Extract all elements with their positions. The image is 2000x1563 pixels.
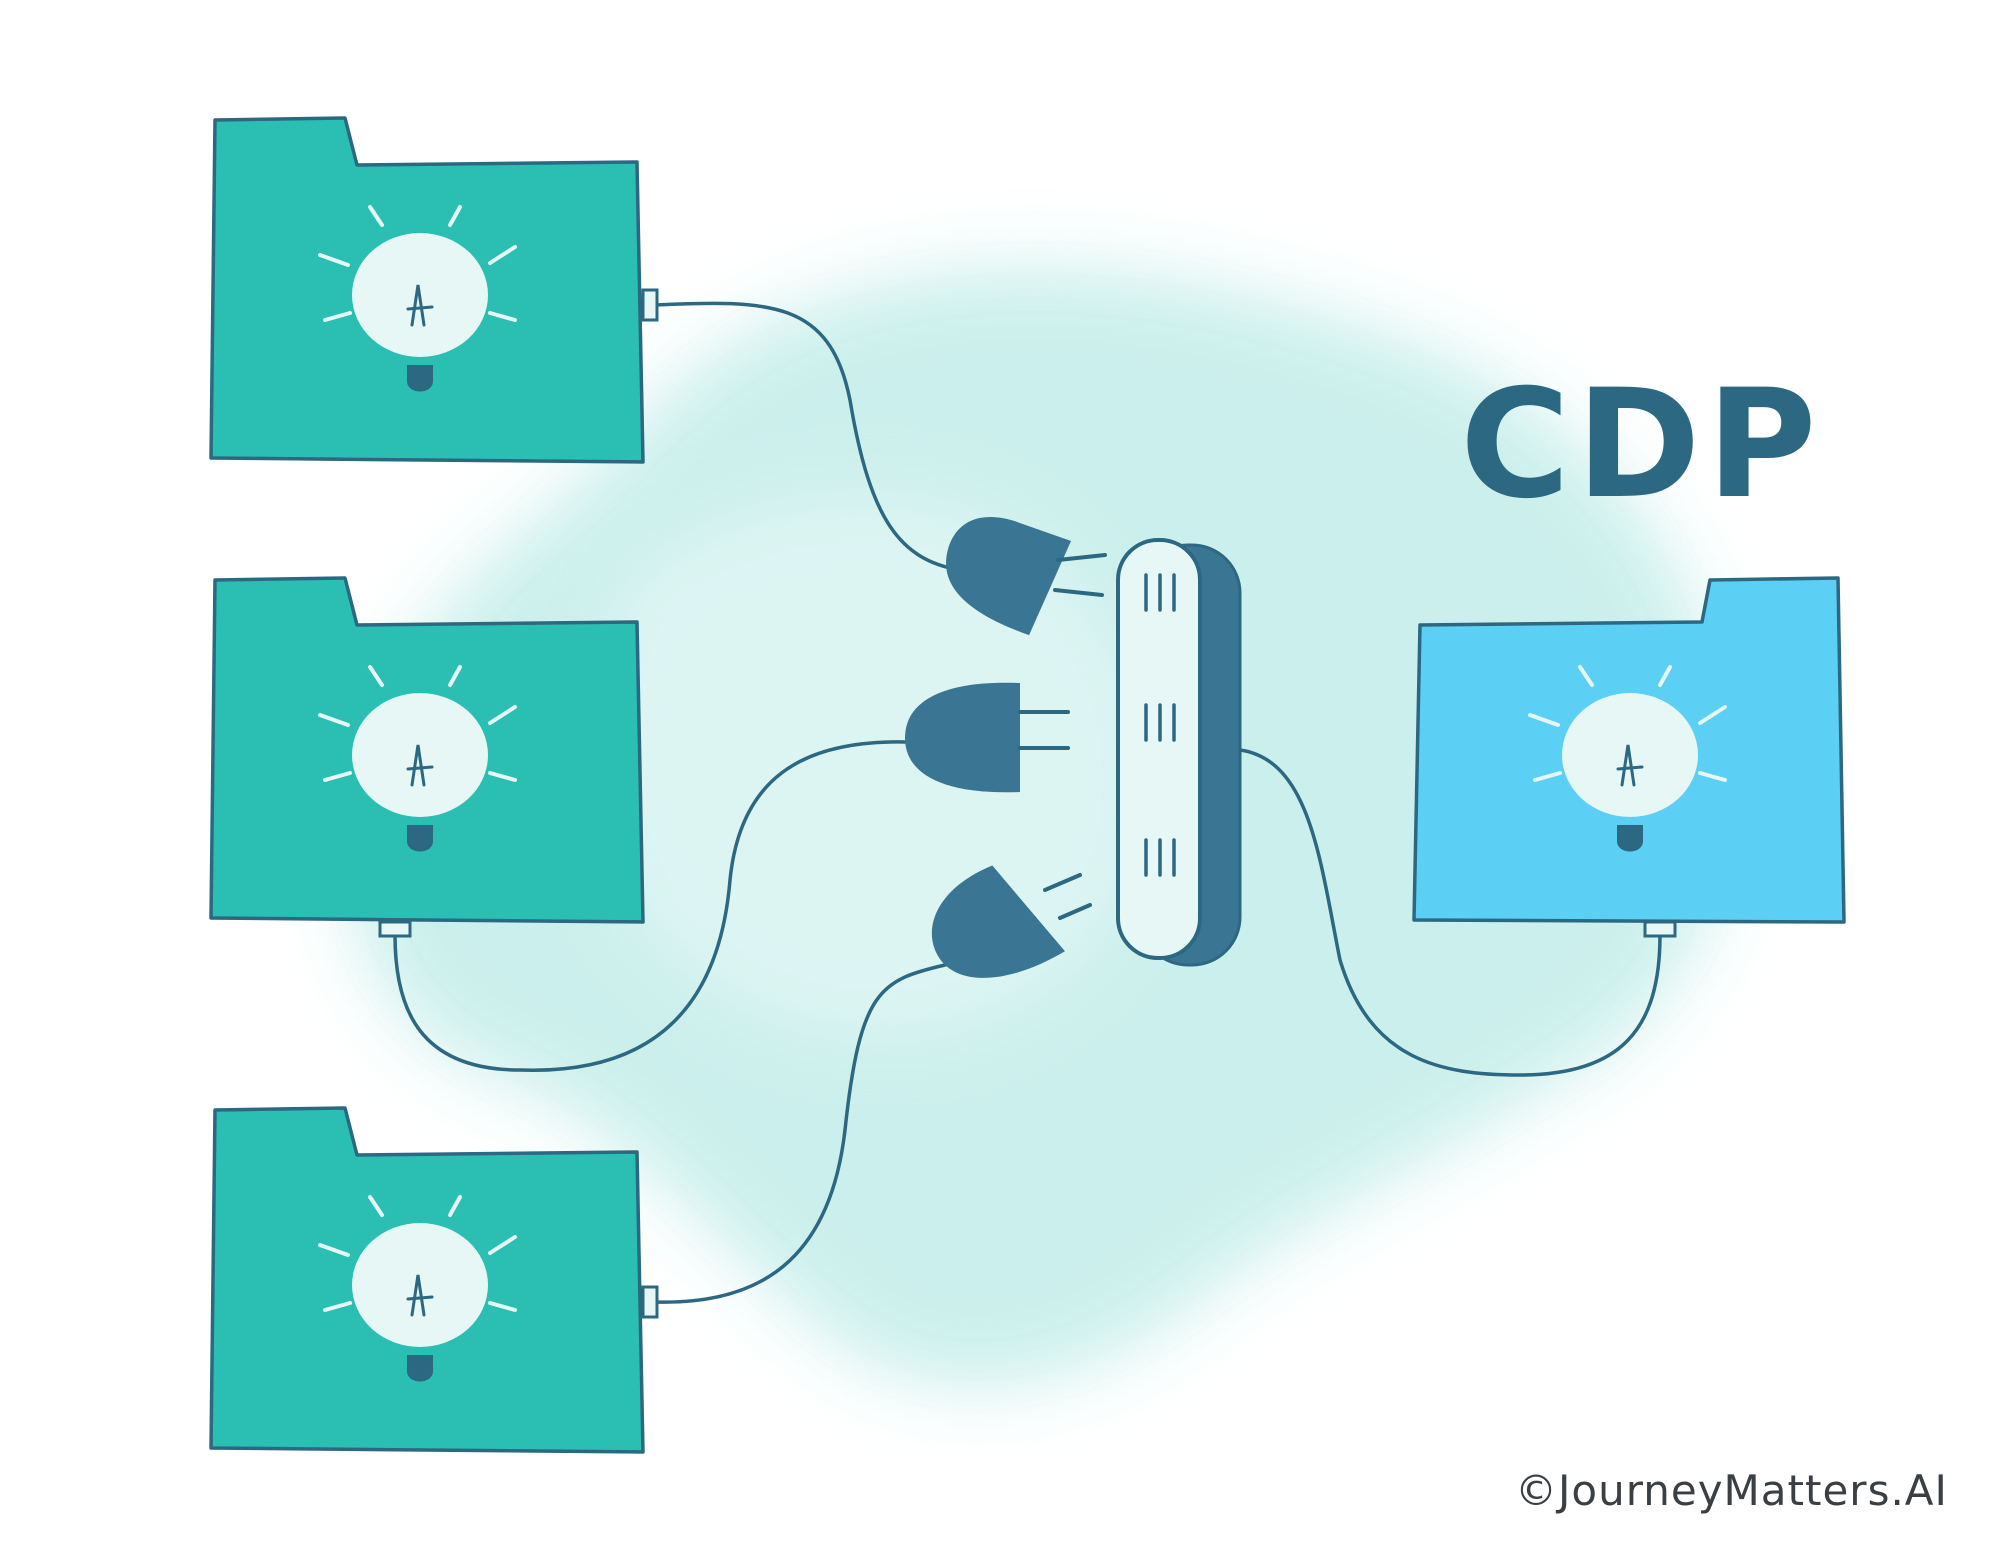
cable-bottom [653,963,947,1304]
plug-icon [905,682,1020,793]
plug-top [946,517,1107,636]
copyright-text: ©JourneyMatters.AI [1515,1466,1948,1515]
source-folder-bottom [209,1106,659,1454]
folder-port-top [641,288,659,322]
plug-icon [931,865,1065,978]
cdp-folder [1412,576,1846,938]
cdp-folder-port [1643,920,1677,938]
plug-middle [905,682,1070,793]
source-folder-top [209,116,659,464]
source-folder-middle [209,576,645,938]
plug-bottom [931,865,1092,978]
cable-cdp [1238,748,1662,1077]
cable-top [653,301,962,572]
power-strip-icon [1116,538,1242,967]
plug-icon [946,517,1072,636]
cable-middle [393,740,907,1072]
folder-port-middle [378,920,412,938]
folder-port-bottom [641,1285,659,1319]
cables [393,301,1662,1304]
cdp-title: CDP [1460,358,1823,532]
